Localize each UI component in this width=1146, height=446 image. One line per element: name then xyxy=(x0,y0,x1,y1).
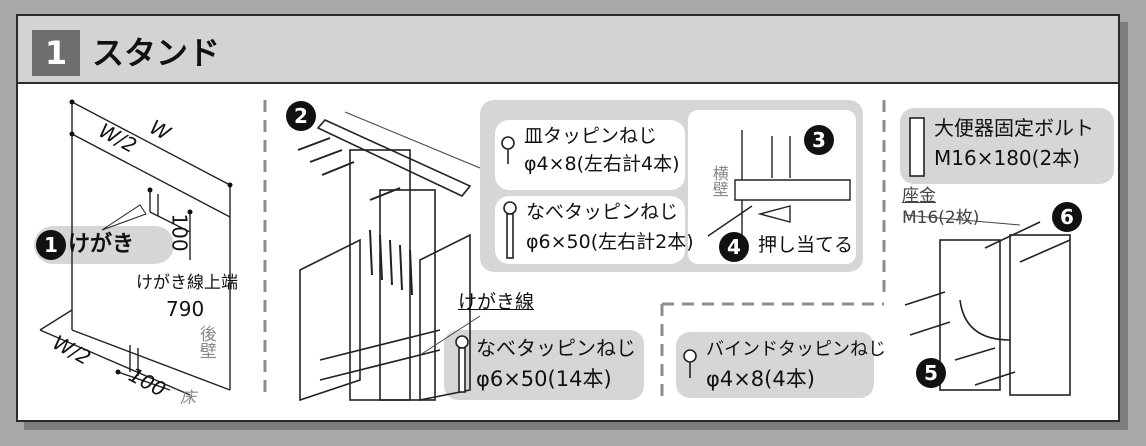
step-4-badge: 4 xyxy=(719,232,749,262)
flat-screw-name: 皿タッピンねじ xyxy=(524,125,658,147)
washer-name: 座金 xyxy=(902,186,936,206)
step-3-badge: 3 xyxy=(804,125,834,155)
stand-screws xyxy=(297,137,413,296)
marking-line-top-value: 790 xyxy=(166,297,205,321)
bolt-name: 大便器固定ボルト xyxy=(934,116,1094,140)
dim-100-side: 100 xyxy=(167,213,192,252)
press-label: 押し当てる xyxy=(758,234,854,256)
pan-14-name: なべタッピンねじ xyxy=(476,336,636,360)
section-number: 1 xyxy=(32,30,80,76)
side-wall-label: 横壁 xyxy=(709,165,729,197)
bolt-detail xyxy=(904,117,1071,396)
pan-14-spec: φ6×50(14本) xyxy=(476,367,612,391)
floor-label: 床 xyxy=(180,388,197,407)
marking-diagram xyxy=(39,101,231,396)
section-title: スタンド xyxy=(92,34,221,72)
marking-line-top-label: けがき線上端 xyxy=(136,273,238,293)
flat-screw-bubble xyxy=(495,120,685,190)
marking-label: けがき xyxy=(68,232,135,257)
pan-side-screw-name: なべタッピンねじ xyxy=(526,201,679,223)
pan-side-screw-spec: φ6×50(左右計2本) xyxy=(526,231,694,253)
step-2-badge: 2 xyxy=(286,101,316,131)
marking-line-label: けがき線 xyxy=(458,291,535,313)
bind-screw-name: バインドタッピンねじ xyxy=(706,339,886,360)
dim-dots xyxy=(69,99,233,375)
pan-14-bubble xyxy=(444,330,644,400)
bind-screw-bubble xyxy=(676,332,874,398)
pan-screw-bubble xyxy=(495,196,685,264)
screw-icons xyxy=(455,136,697,393)
bind-screw-spec: φ4×8(4本) xyxy=(706,367,815,391)
marking-pointer xyxy=(101,204,147,231)
step-1-badge: 1 xyxy=(36,230,66,260)
step-5-badge: 5 xyxy=(916,358,946,388)
bolt-spec: M16×180(2本) xyxy=(934,146,1080,170)
step-6-badge: 6 xyxy=(1052,202,1082,232)
side-wall-detail xyxy=(707,130,851,260)
leader-lines xyxy=(344,111,1021,356)
panel-shadow xyxy=(24,420,1128,430)
stand-frame xyxy=(299,119,472,402)
panel-shadow-right xyxy=(1118,22,1128,430)
washer-spec: M16(2枚) xyxy=(902,208,980,228)
section-header xyxy=(16,14,1120,84)
rear-wall-label: 後壁 xyxy=(195,325,216,359)
flat-screw-spec: φ4×8(左右計4本) xyxy=(524,153,680,175)
bolt-bubble xyxy=(900,108,1114,184)
